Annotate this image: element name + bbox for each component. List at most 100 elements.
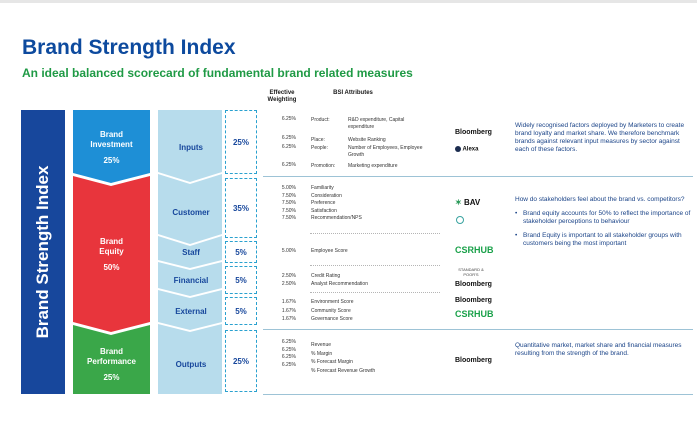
percent: 1.67% (281, 307, 296, 314)
brand-equity: Brand Equity 50% (73, 237, 150, 273)
bloomberg-logo: Bloomberg (455, 281, 492, 288)
bav-logo: ✶ BAV (455, 198, 480, 207)
divider (263, 329, 693, 330)
attr-label: % Margin (311, 350, 333, 357)
staff-percents: 5.00% (266, 248, 296, 256)
inputs-weight-value: 25% (232, 137, 249, 147)
top-border (0, 0, 697, 3)
financial-label: Financial (173, 275, 209, 285)
external-chevron (158, 290, 222, 330)
attr-label: Preference (311, 200, 336, 206)
csrhub-logo: CSRHUB (455, 309, 494, 319)
attr-label: Community Score (311, 307, 351, 314)
attr-label: Recommendation/NPS (311, 215, 362, 221)
percent: 1.67% (281, 316, 296, 322)
inputs-attr-values: R&D expenditure, Capital expenditure Web… (348, 117, 438, 170)
financial-weight-value: 5% (235, 275, 247, 285)
attributes-header: BSI Attributes (333, 90, 373, 96)
percent: 7.50% (281, 192, 296, 199)
percent: 2.50% (281, 280, 296, 287)
equity-bullet: Brand equity accounts for 50% to reflect… (515, 210, 693, 226)
brand-investment-pct: 25% (103, 156, 120, 165)
attr-label: Analyst Recommendation (311, 280, 368, 287)
percent: 7.50% (281, 200, 296, 206)
leaf-icon (456, 216, 464, 224)
vertical-title-bar (21, 110, 65, 394)
inputs-chevron (158, 110, 222, 182)
brand-equity-shape (73, 176, 150, 332)
percent: 1.67% (281, 299, 296, 305)
attr-label: Promotion: (311, 163, 336, 169)
attr-label: % Forecast Margin (311, 359, 353, 365)
page-subtitle: An ideal balanced scorecard of fundament… (22, 66, 413, 80)
equity-description: How do stakeholders feel about the brand… (515, 196, 693, 248)
financial-percents: 2.50% 2.50% (266, 273, 296, 288)
staff-attrs: Employee Score (311, 248, 348, 255)
attr-value: Marketing expenditure (348, 163, 398, 169)
percent: 6.25% (281, 346, 296, 353)
outputs-weight: 25% (225, 330, 257, 392)
outputs-label: Outputs (175, 359, 207, 369)
inputs-percents: 6.25% 6.25% 6.25% 6.25% (266, 116, 296, 170)
dotted-divider (310, 265, 440, 266)
divider (263, 176, 693, 177)
attr-value: Number of Employees, Employee Growth (348, 145, 423, 158)
page-title: Brand Strength Index (22, 36, 236, 59)
brand-performance: Brand Performance 25% (73, 347, 150, 383)
customer-chevron (158, 174, 222, 244)
alexa-logo: Alexa (455, 146, 478, 153)
bloomberg-logo: Bloomberg (455, 357, 492, 364)
customer-weight: 35% (225, 178, 257, 238)
bloomberg-logo: Bloomberg (455, 297, 492, 304)
percent: 5.00% (281, 248, 296, 254)
staff-label: Staff (182, 247, 200, 257)
percent: 6.25% (281, 144, 296, 150)
brand-investment: Brand Investment 25% (73, 130, 150, 166)
standard-poors-logo: STANDARD & POOR'S (458, 267, 484, 277)
percent: 7.50% (281, 207, 296, 214)
inputs-attr-labels: Product: Place: People: Promotion: (311, 117, 335, 170)
attr-label: Credit Rating (311, 273, 341, 279)
sustainability-logo (456, 216, 464, 226)
customer-weight-value: 35% (232, 203, 249, 213)
attr-label: Satisfaction (311, 207, 337, 214)
attr-label: Product: (311, 117, 330, 123)
financial-chevron (158, 262, 222, 296)
brand-equity-pct: 50% (103, 263, 120, 272)
equity-intro: How do stakeholders feel about the brand… (515, 196, 685, 203)
attr-label: Place: (311, 137, 325, 143)
outputs-description: Quantitative market, market share and fi… (515, 342, 682, 357)
dotted-divider (310, 292, 440, 293)
inputs-description: Widely recognised factors deployed by Ma… (515, 122, 685, 153)
external-attrs: Environment Score Community Score Govern… (311, 299, 354, 323)
percent: 5.00% (281, 185, 296, 191)
external-weight-value: 5% (235, 306, 247, 316)
csrhub-logo: CSRHUB (455, 245, 494, 255)
equity-bullet: Brand Equity is important to all stakeho… (515, 232, 693, 248)
brand-equity-label: Brand Equity (99, 237, 124, 256)
bav-text: BAV (463, 198, 481, 207)
attr-label: Consideration (311, 192, 342, 199)
brand-investment-label: Brand Investment (90, 130, 133, 149)
external-weight: 5% (225, 297, 257, 325)
weighting-header: Effective Weighting (267, 90, 297, 103)
attr-label: % Forecast Revenue Growth (311, 367, 376, 374)
financial-weight: 5% (225, 266, 257, 294)
external-percents: 1.67% 1.67% 1.67% (266, 299, 296, 324)
attr-label: Revenue (311, 342, 332, 348)
external-label: External (175, 306, 207, 316)
attr-label: Governance Score (311, 316, 353, 322)
staff-chevron (158, 236, 222, 268)
customer-percents: 5.00% 7.50% 7.50% 7.50% 7.50% (266, 185, 296, 223)
attr-label: Familiarity (311, 185, 334, 191)
inputs-weight: 25% (225, 110, 257, 174)
brand-performance-shape (73, 325, 150, 394)
divider (263, 394, 693, 395)
percent: 6.25% (281, 116, 296, 122)
financial-attrs: Credit Rating Analyst Recommendation (311, 273, 368, 288)
outputs-chevron (158, 324, 222, 394)
dotted-divider (310, 233, 440, 234)
percent: 6.25% (281, 361, 296, 368)
